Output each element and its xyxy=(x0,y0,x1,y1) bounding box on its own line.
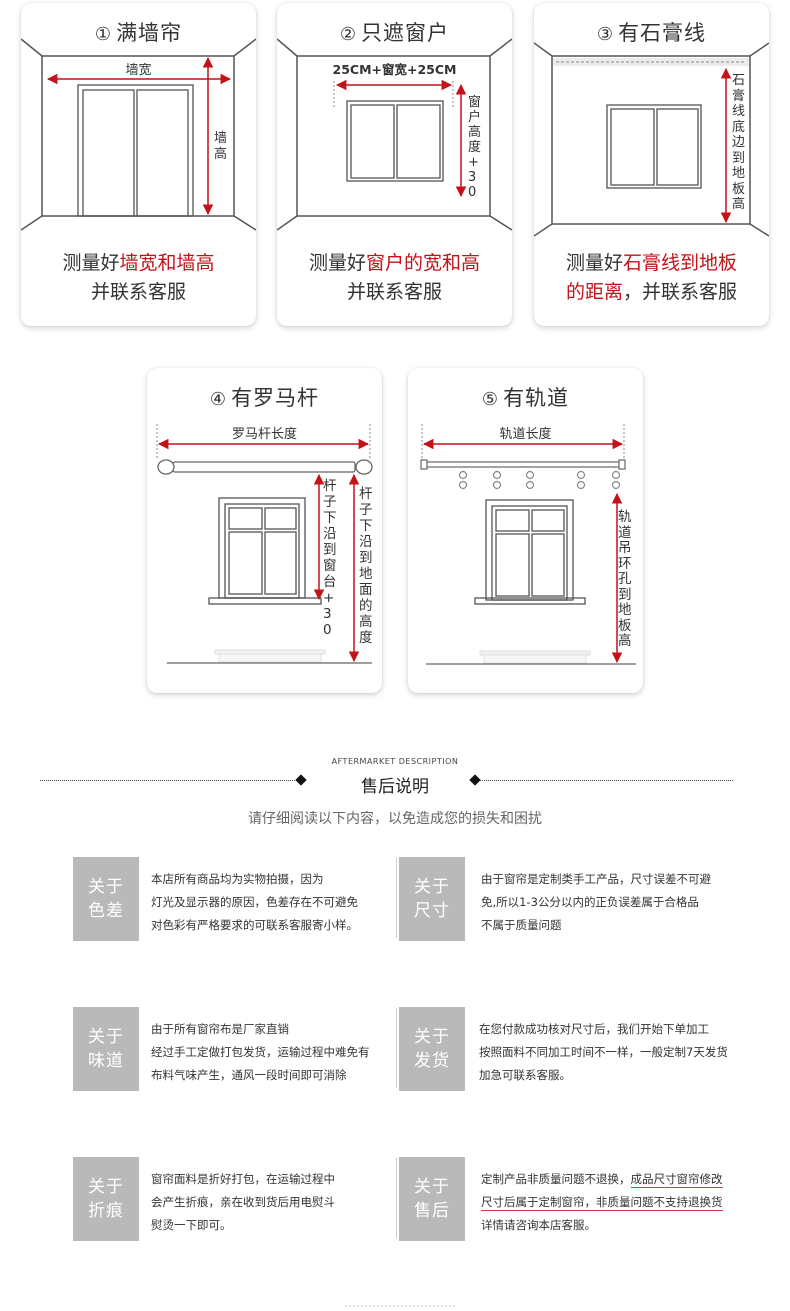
item-badge: 关于 尺寸 xyxy=(399,857,465,941)
window-height-label: 窗户高度+30 xyxy=(468,95,482,200)
item-text: 本店所有商品均为实物拍摄，因为 灯光及显示器的原因，色差存在不可避免 对色彩有严… xyxy=(151,872,358,932)
item-badge: 关于 色差 xyxy=(73,857,139,941)
card-caption: 测量好窗户的宽和高 并联系客服 xyxy=(308,252,481,303)
item-text: 窗帘面料是折好打包，在运输过程中 会产生折痕，亲在收到货后用电熨斗 熨烫一下即可… xyxy=(151,1172,335,1232)
card-caption: 测量好墙宽和墙高 并联系客服 xyxy=(62,252,215,303)
divider-right xyxy=(480,780,733,781)
item-text: 由于所有窗帘布是厂家直销 经过手工定做打包发货，运输过程中难免有 布料气味产生，… xyxy=(151,1022,370,1082)
aftersale-item-color: 关于 色差 本店所有商品均为实物拍摄，因为 灯光及显示器的原因，色差存在不可避免… xyxy=(73,857,393,941)
wall-height-label: 墙高 xyxy=(214,131,228,162)
divider-left xyxy=(40,780,297,781)
column-divider xyxy=(396,1158,397,1238)
plaster-height-label: 石膏线底边到地板高 xyxy=(732,73,746,212)
item-text: 在您付款成功核对尺寸后，我们开始下单加工 按照面料不同加工时间不一样，一般定制7… xyxy=(479,1022,728,1082)
wall-width-label: 墙宽 xyxy=(125,63,152,78)
aftersale-subtitle-en: AFTERMARKET DESCRIPTION xyxy=(331,757,459,766)
item-text: 由于窗帘是定制类手工产品，尺寸误差不可避 免,所以1-3公分以内的正负误差属于合… xyxy=(481,872,711,932)
aftersale-item-size: 关于 尺寸 由于窗帘是定制类手工产品，尺寸误差不可避 免,所以1-3公分以内的正… xyxy=(399,857,759,941)
full-wall-diagram xyxy=(21,38,256,231)
rod-length-label: 罗马杆长度 xyxy=(231,427,297,442)
aftersale-item-shipping: 关于 发货 在您付款成功核对尺寸后，我们开始下单加工 按照面料不同加工时间不一样… xyxy=(399,1007,759,1091)
track-length-label: 轨道长度 xyxy=(499,427,552,442)
column-divider xyxy=(396,858,397,938)
item-badge: 关于 售后 xyxy=(399,1157,465,1241)
aftersale-item-odor: 关于 味道 由于所有窗帘布是厂家直销 经过手工定做打包发货，运输过程中难免有 布… xyxy=(73,1007,393,1091)
rod-to-floor-label: 杆子下沿到地面的高度 xyxy=(359,486,373,646)
item-badge: 关于 折痕 xyxy=(73,1157,139,1241)
plaster-line-diagram xyxy=(534,42,769,237)
roman-rod-diagram xyxy=(156,424,373,664)
card-caption: 测量好石膏线到地板 的距离，并联系客服 xyxy=(565,252,738,303)
aftersale-item-returns: 关于 售后 定制产品非质量问题不退换，成品尺寸窗帘修改 尺寸后属于定制窗帘，非质… xyxy=(399,1157,759,1241)
track-height-label: 轨道吊环孔到地板高 xyxy=(618,509,632,649)
rod-to-sill-label: 杆子下沿到窗台+30 xyxy=(323,478,337,638)
aftersale-item-creases: 关于 折痕 窗帘面料是折好打包，在运输过程中 会产生折痕，亲在收到货后用电熨斗 … xyxy=(73,1157,393,1241)
aftersale-intro: 请仔细阅读以下内容，以免造成您的损失和困扰 xyxy=(248,811,542,827)
aftersale-title: 售后说明 xyxy=(361,777,429,797)
track-diagram xyxy=(420,424,636,665)
item-badge: 关于 发货 xyxy=(399,1007,465,1091)
column-divider xyxy=(396,1008,397,1088)
window-width-label: 25CM+窗宽+25CM xyxy=(332,62,457,77)
item-text: 定制产品非质量问题不退换，成品尺寸窗帘修改 尺寸后属于定制窗帘，非质量问题不支持… xyxy=(481,1172,723,1232)
track-hooks xyxy=(458,470,621,490)
bottom-fragment xyxy=(345,1305,455,1309)
item-badge: 关于 味道 xyxy=(73,1007,139,1091)
window-only-diagram xyxy=(277,38,512,231)
